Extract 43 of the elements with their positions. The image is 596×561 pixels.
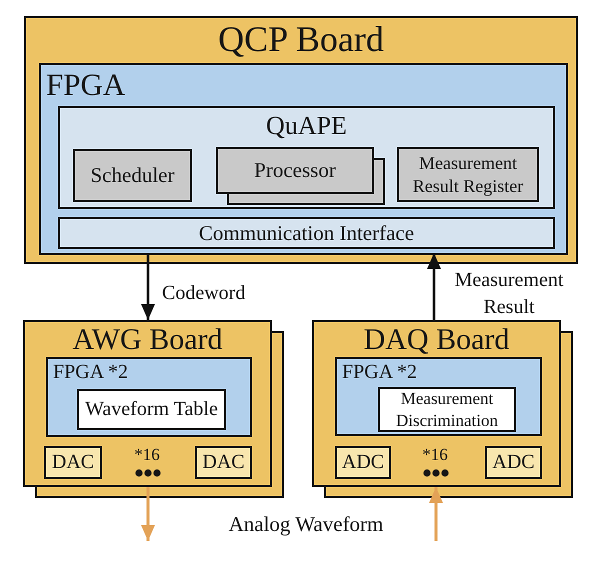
- signal-label: Analog Waveform: [228, 512, 384, 538]
- logic-box: [378, 387, 516, 432]
- interface-label: Communication Interface: [198, 220, 414, 246]
- module-box: [73, 149, 192, 202]
- chip-label: DAC: [52, 451, 94, 474]
- arrow: [427, 253, 441, 320]
- board-title: DAQ Board: [364, 323, 510, 358]
- module-label: Processor: [254, 158, 336, 183]
- fpga-panel: [39, 63, 568, 255]
- panel-title: FPGA *2: [53, 361, 128, 384]
- chip-label: DAC: [202, 451, 245, 474]
- memory-box: [77, 389, 226, 430]
- memory-label: Waveform Table: [85, 398, 218, 421]
- count-label: *16: [421, 445, 449, 466]
- edge-label: Codeword: [162, 281, 246, 306]
- converter-chip: [335, 446, 391, 479]
- module-label: Measurement Result Register: [412, 152, 524, 197]
- chip-label: ADC: [492, 451, 535, 474]
- fpga-panel: [335, 357, 542, 436]
- logic-label: Measurement Discrimination: [395, 388, 499, 431]
- chip-label: ADC: [342, 451, 384, 474]
- arrow: [141, 487, 155, 541]
- interface-bar: [58, 217, 555, 249]
- board-title: AWG Board: [72, 323, 223, 358]
- count-label: *16: [133, 445, 161, 466]
- board-panel: [312, 320, 561, 487]
- panel-title: FPGA: [46, 67, 126, 103]
- fpga-panel: [46, 357, 252, 437]
- board-panel: [24, 16, 578, 264]
- panel-title: QuAPE: [266, 111, 347, 141]
- converter-chip: [485, 446, 542, 479]
- board-panel: [23, 320, 272, 487]
- arrow: [429, 487, 443, 541]
- arrow: [141, 253, 155, 320]
- module-box: [216, 147, 374, 194]
- converter-chip: [44, 446, 102, 479]
- converter-chip: [195, 446, 252, 479]
- board-title: QCP Board: [218, 19, 384, 60]
- module-box: [397, 147, 539, 202]
- panel-title: FPGA *2: [342, 361, 418, 384]
- module-label: Scheduler: [90, 163, 174, 188]
- core-panel: [58, 106, 555, 209]
- edge-label: Measurement Result: [454, 268, 564, 320]
